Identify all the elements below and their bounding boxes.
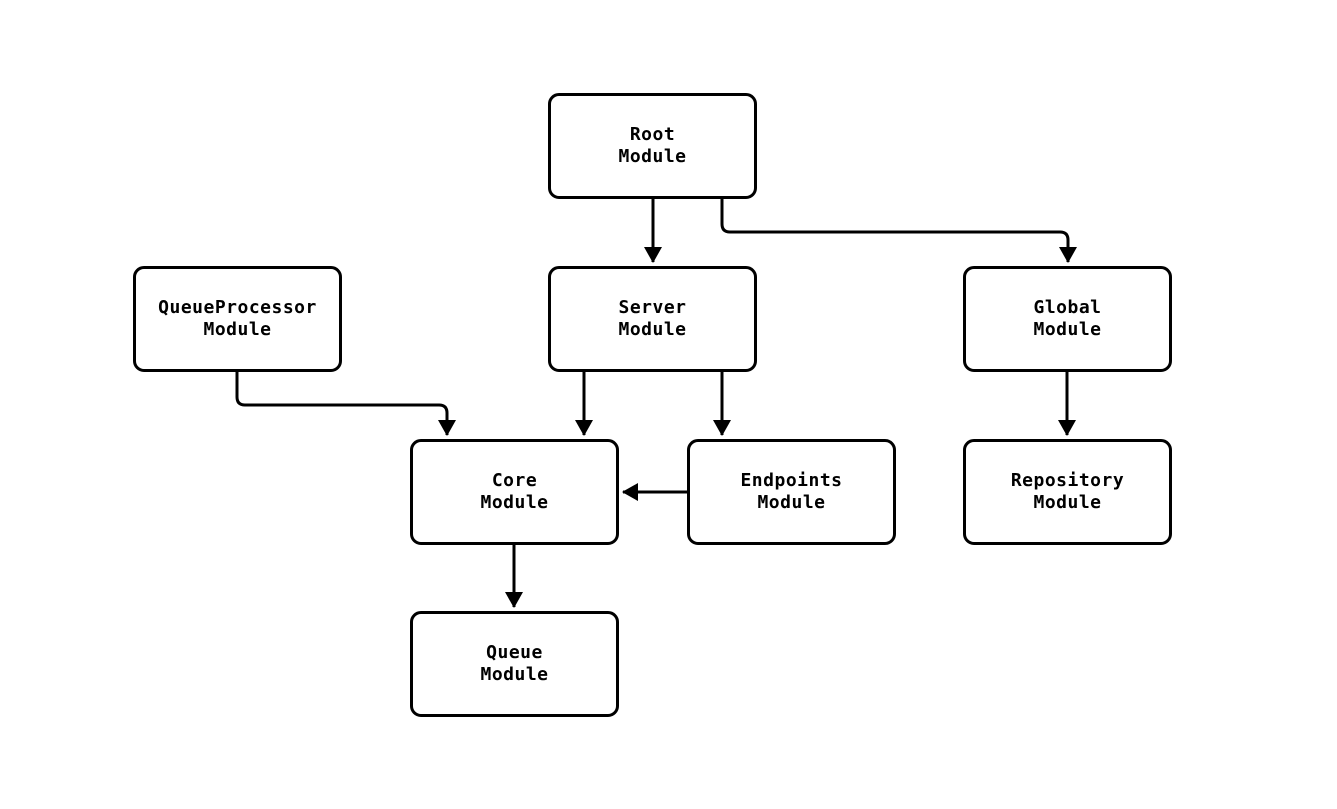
node-queueprocessor-module: QueueProcessor Module	[133, 266, 342, 372]
node-server-module: Server Module	[548, 266, 757, 372]
edges	[235, 199, 1077, 608]
node-label-repository-module: Repository Module	[1010, 470, 1125, 513]
node-root-module: Root Module	[548, 93, 757, 199]
node-queue-module: Queue Module	[410, 611, 619, 717]
node-label-endpoints-module: Endpoints Module	[740, 470, 843, 513]
node-label-global-module: Global Module	[1033, 297, 1102, 340]
node-label-core-module: Core Module	[480, 470, 549, 513]
edge-queueprocessor-module-to-core-module	[235, 372, 456, 436]
node-label-queue-module: Queue Module	[480, 642, 549, 685]
node-repository-module: Repository Module	[963, 439, 1172, 545]
node-label-server-module: Server Module	[618, 297, 687, 340]
node-global-module: Global Module	[963, 266, 1172, 372]
node-label-root-module: Root Module	[618, 124, 687, 167]
edge-root-module-to-global-module	[720, 199, 1077, 263]
node-core-module: Core Module	[410, 439, 619, 545]
node-label-queueprocessor-module: QueueProcessor Module	[158, 297, 317, 340]
node-endpoints-module: Endpoints Module	[687, 439, 896, 545]
